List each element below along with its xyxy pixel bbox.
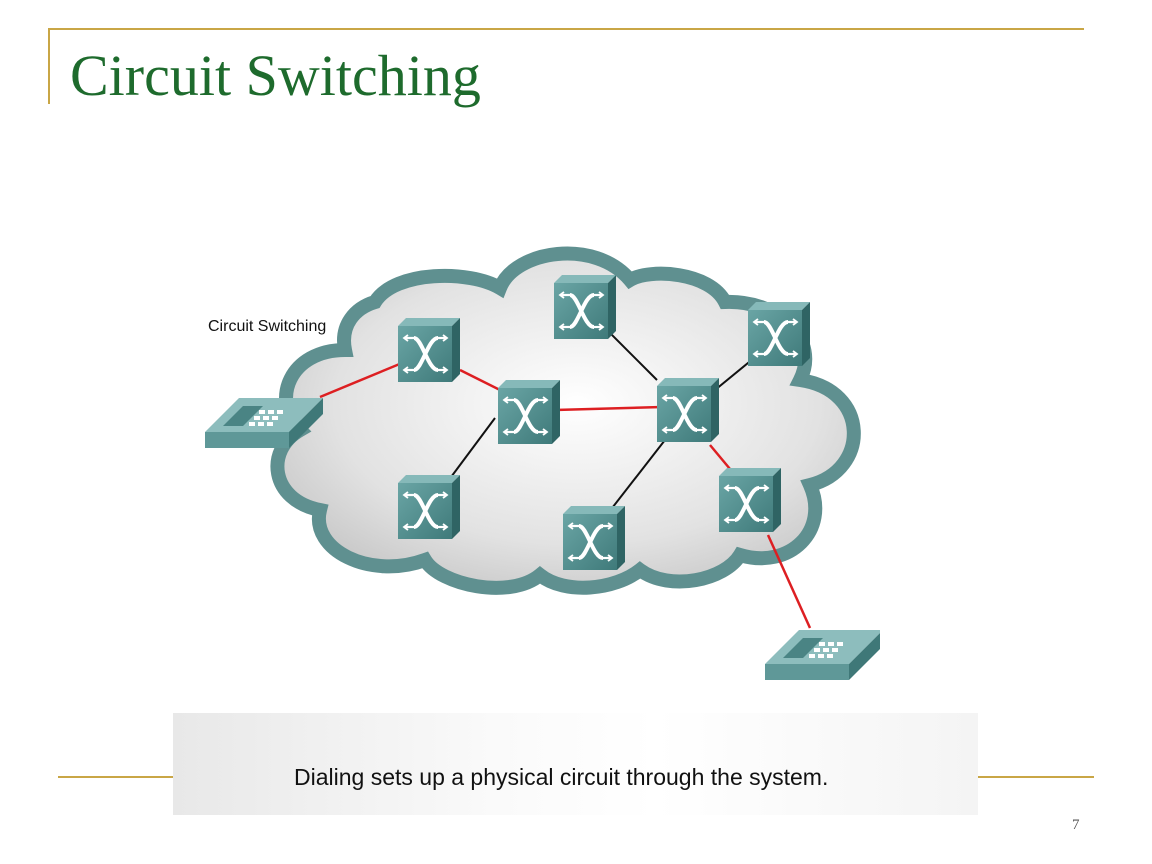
telephone-icon <box>765 630 880 680</box>
circuit-switching-diagram: Circuit Switching <box>205 246 880 680</box>
page-number: 7 <box>1072 817 1080 833</box>
circuit-phone-switch1 <box>319 361 403 399</box>
switch-icon <box>552 273 618 341</box>
switch-icon <box>396 316 462 384</box>
top-rule <box>48 28 1084 30</box>
switch-icon <box>561 504 627 572</box>
switch-icon <box>746 300 812 368</box>
circuit-switch8-phone <box>766 534 812 629</box>
caption-band <box>173 713 978 815</box>
slide-title: Circuit Switching <box>70 43 481 108</box>
circuit-switch2-switch5 <box>554 405 663 412</box>
switch-icon <box>396 473 462 541</box>
switch-icon <box>496 378 562 446</box>
bottom-rule-right <box>978 776 1094 778</box>
switch-icon <box>655 376 721 444</box>
bottom-rule-left <box>58 776 176 778</box>
switch-icon <box>717 466 783 534</box>
diagram-caption: Dialing sets up a physical circuit throu… <box>294 764 829 790</box>
left-rule <box>48 28 50 104</box>
diagram-label: Circuit Switching <box>208 318 326 335</box>
